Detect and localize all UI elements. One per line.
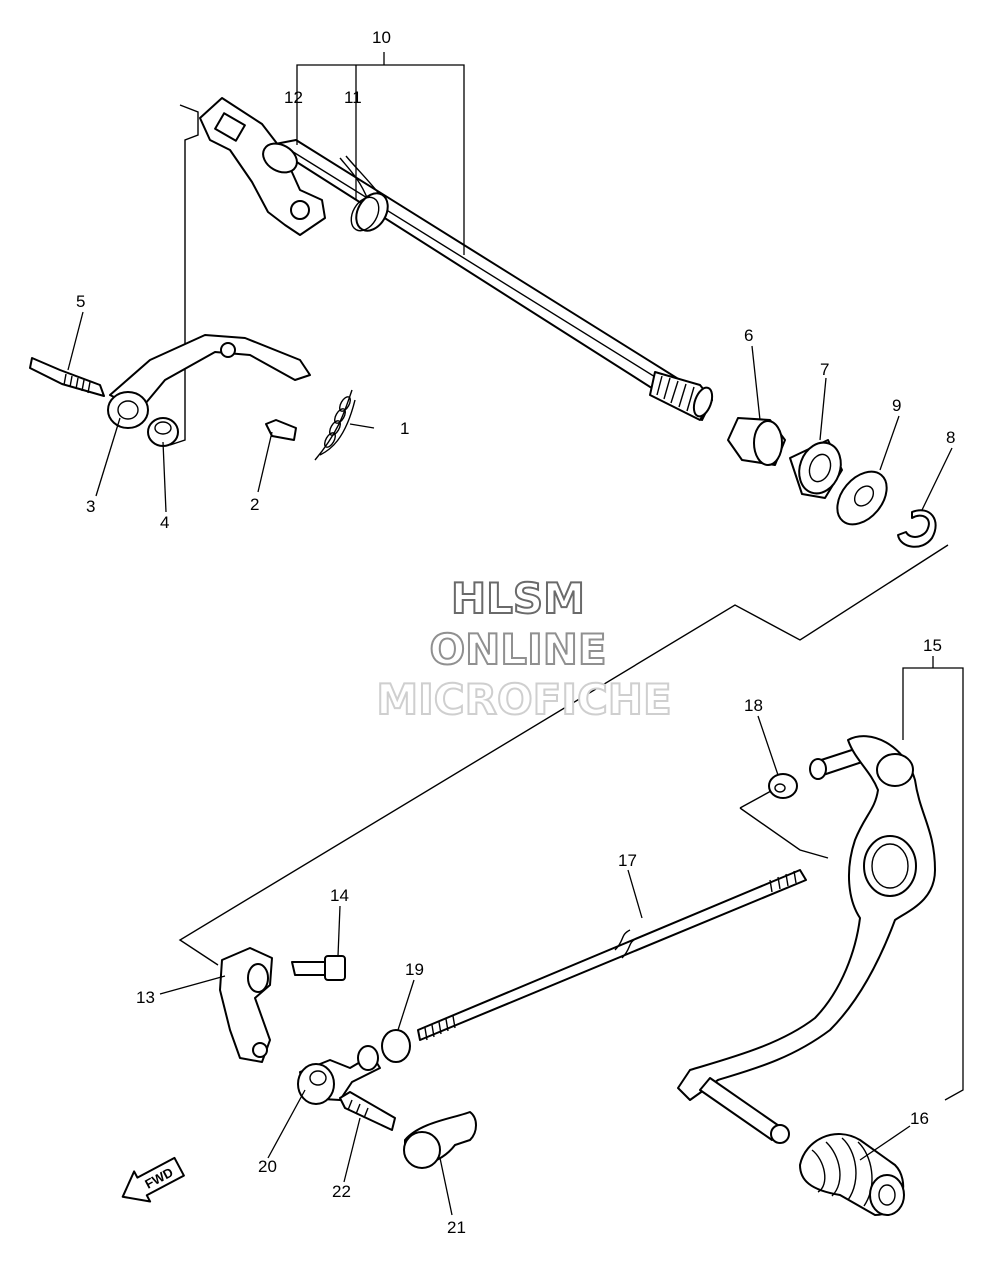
callout-17: 17 bbox=[618, 851, 637, 870]
callout-22: 22 bbox=[332, 1182, 351, 1201]
leader-lines bbox=[67, 311, 953, 1216]
callout-15: 15 bbox=[923, 636, 942, 655]
shaft-seal-parts bbox=[727, 417, 937, 548]
callout-16: 16 bbox=[910, 1109, 929, 1128]
callout-10: 10 bbox=[372, 28, 391, 47]
callout-8: 8 bbox=[946, 428, 955, 447]
callout-3: 3 bbox=[86, 497, 95, 516]
shift-pedal-assembly bbox=[677, 735, 936, 1216]
callout-labels: 1 2 3 4 5 6 7 8 9 10 11 12 13 14 15 16 1… bbox=[76, 28, 955, 1237]
watermark-line-1: HLSM bbox=[451, 574, 585, 623]
fwd-arrow-icon: FWD bbox=[121, 1156, 185, 1203]
callout-19: 19 bbox=[405, 960, 424, 979]
callout-13: 13 bbox=[136, 988, 155, 1007]
callout-9: 9 bbox=[892, 396, 901, 415]
callout-7: 7 bbox=[820, 360, 829, 379]
callout-4: 4 bbox=[160, 513, 169, 532]
group-brackets bbox=[296, 52, 964, 1101]
watermark: HLSM ONLINE MICROFICHE bbox=[375, 573, 672, 725]
callout-11: 11 bbox=[344, 88, 362, 107]
watermark-line-3: MICROFICHE bbox=[376, 675, 671, 724]
callout-20: 20 bbox=[258, 1157, 277, 1176]
section-boundary-lines bbox=[169, 104, 949, 966]
callout-21: 21 bbox=[447, 1218, 466, 1237]
callout-6: 6 bbox=[744, 326, 753, 345]
callout-1: 1 bbox=[400, 419, 409, 438]
callout-14: 14 bbox=[330, 886, 349, 905]
shift-shaft-assembly bbox=[199, 97, 714, 421]
shift-arm-left bbox=[29, 334, 356, 461]
callout-2: 2 bbox=[250, 495, 259, 514]
callout-18: 18 bbox=[744, 696, 763, 715]
callout-5: 5 bbox=[76, 292, 85, 311]
callout-12: 12 bbox=[284, 88, 303, 107]
lower-linkage bbox=[219, 869, 807, 1169]
watermark-line-2: ONLINE bbox=[429, 625, 606, 674]
